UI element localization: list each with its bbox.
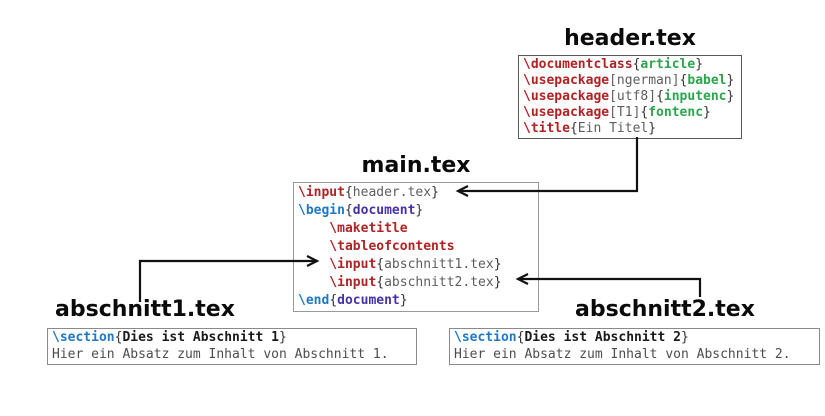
file-title-main-tex: main.tex: [361, 153, 471, 178]
code-line: \section{Dies ist Abschnitt 1}: [52, 330, 287, 345]
code-line: \input{header.tex}: [298, 185, 439, 200]
file-title-abschnitt2-tex: abschnitt2.tex: [575, 297, 755, 322]
code-line: \title{Ein Titel}: [523, 121, 657, 136]
code-box-main-tex: \input{header.tex} \begin{document} \make…: [293, 182, 539, 312]
code-line: \section{Dies ist Abschnitt 2}: [454, 330, 689, 345]
code-line: \maketitle: [298, 221, 408, 236]
code-line: \usepackage[ngerman]{babel}: [523, 73, 735, 88]
code-line: \begin{document}: [298, 203, 424, 218]
code-line: \usepackage[utf8]{inputenc}: [523, 89, 735, 104]
file-title-abschnitt1-tex: abschnitt1.tex: [55, 297, 235, 322]
code-box-abschnitt1-tex: \section{Dies ist Abschnitt 1}Hier ein A…: [47, 328, 417, 365]
arrow-abschnitt1-to-main: [138, 259, 315, 302]
arrow-abschnitt2-to-main: [520, 277, 702, 297]
code-box-abschnitt2-tex: \section{Dies ist Abschnitt 2}Hier ein A…: [449, 328, 820, 365]
code-line: \input{abschnitt1.tex}: [298, 257, 502, 272]
code-box-header-tex: \documentclass{article}\usepackage[ngerm…: [518, 55, 742, 139]
code-line: \documentclass{article}: [523, 57, 704, 72]
code-line: \tableofcontents: [298, 239, 455, 254]
code-line: Hier ein Absatz zum Inhalt von Abschnitt…: [52, 346, 389, 362]
file-title-header-tex: header.tex: [564, 26, 696, 51]
code-line: \end{document}: [298, 293, 408, 308]
code-line: Hier ein Absatz zum Inhalt von Abschnitt…: [454, 346, 791, 362]
code-line: \input{abschnitt2.tex}: [298, 275, 502, 290]
code-line: \usepackage[T1]{fontenc}: [523, 105, 711, 120]
